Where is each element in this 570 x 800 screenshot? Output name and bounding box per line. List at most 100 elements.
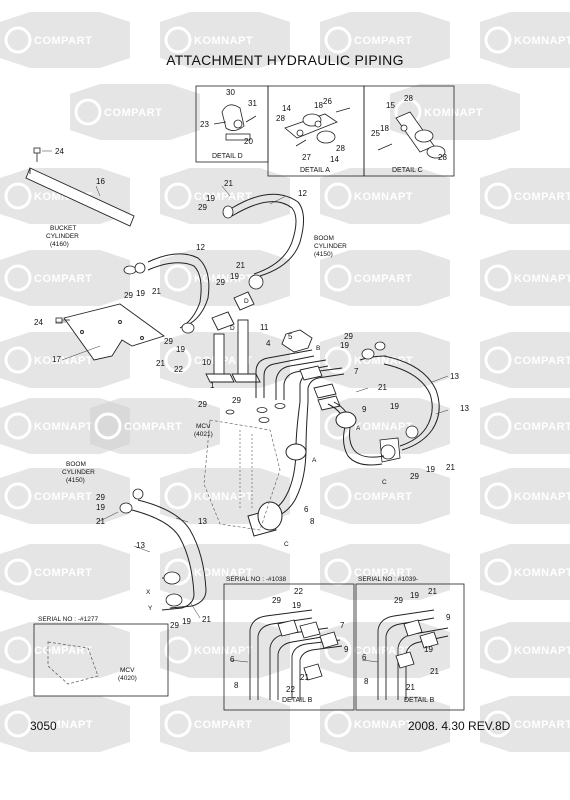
page-title: ATTACHMENT HYDRAULIC PIPING bbox=[166, 52, 404, 68]
point-b: B bbox=[316, 345, 320, 352]
callout-10: 10 bbox=[202, 358, 211, 367]
watermark-tile: COMPART bbox=[320, 12, 450, 68]
callout-7: 7 bbox=[354, 367, 359, 376]
watermark-word: KOMNAPT bbox=[514, 35, 570, 47]
detail-d-drawing bbox=[213, 104, 257, 141]
date-revision: 2008. 4.30 REV.8D bbox=[408, 719, 511, 733]
callout-28c: 28 bbox=[404, 94, 413, 103]
watermark-word: COMPART bbox=[34, 35, 92, 47]
callout-b2-8: 8 bbox=[364, 677, 369, 686]
callout-5: 5 bbox=[288, 332, 293, 341]
callout-18b: 18 bbox=[380, 124, 389, 133]
pipe-12-upper bbox=[231, 193, 304, 277]
callout-13d: 13 bbox=[136, 541, 145, 550]
detail-d-caption: DETAIL D bbox=[212, 153, 243, 160]
watermark-tile: KOMNAPT bbox=[0, 696, 130, 752]
watermark-tile: COMPART bbox=[0, 250, 130, 306]
callout-29g: 29 bbox=[344, 332, 353, 341]
point-c2: C bbox=[284, 541, 289, 548]
watermark-tile: COMPART bbox=[160, 696, 290, 752]
watermark-word: COMPART bbox=[104, 107, 162, 119]
callout-9a: 9 bbox=[362, 405, 367, 414]
watermark-tile: KOMNAPT bbox=[480, 250, 570, 306]
watermark-word: COMPART bbox=[34, 273, 92, 285]
watermark-tile: KOMNAPT bbox=[160, 544, 290, 600]
watermark-tile: COMPART bbox=[320, 250, 450, 306]
serial-1277-label: SERIAL NO : -#1277 bbox=[38, 616, 98, 623]
watermark-word: KOMNAPT bbox=[354, 719, 413, 731]
callout-28d: 28 bbox=[438, 153, 447, 162]
watermark-tile: COMPART bbox=[480, 168, 570, 224]
callout-16: 16 bbox=[96, 177, 105, 186]
callout-11: 11 bbox=[260, 323, 269, 332]
point-a1: A bbox=[356, 425, 361, 432]
mcv-machine-sketch bbox=[203, 419, 281, 531]
watermark-word: COMPART bbox=[34, 645, 92, 657]
serial-1038-label: SERIAL NO : -#1038 bbox=[226, 576, 286, 583]
callout-29e: 29 bbox=[198, 400, 207, 409]
callout-23: 23 bbox=[200, 120, 209, 129]
callout-19a: 19 bbox=[206, 194, 215, 203]
watermark-word: COMPART bbox=[34, 491, 92, 503]
callout-29f: 29 bbox=[232, 396, 241, 405]
callout-19f: 19 bbox=[390, 402, 399, 411]
callout-18a: 18 bbox=[314, 101, 323, 110]
small-seals bbox=[225, 403, 286, 423]
boom-cylinder-left-label-2: CYLINDER bbox=[62, 469, 95, 476]
detail-c-drawing bbox=[377, 111, 446, 159]
point-x: X bbox=[146, 589, 151, 596]
watermark-tile: KOMNAPT bbox=[320, 168, 450, 224]
mcv-inset-label-2: (4020) bbox=[118, 675, 137, 682]
watermark-word: KOMNAPT bbox=[194, 645, 253, 657]
callout-27: 27 bbox=[302, 153, 311, 162]
serial-1039-box bbox=[355, 583, 465, 711]
watermark-tile: COMPART bbox=[480, 696, 570, 752]
watermark-tile: KOMNAPT bbox=[160, 622, 290, 678]
callout-1: 1 bbox=[210, 381, 215, 390]
watermark-word: COMPART bbox=[194, 191, 252, 203]
bolt-24-top bbox=[33, 147, 41, 162]
callout-19b: 19 bbox=[136, 289, 145, 298]
mcv-main-label-1: MCV bbox=[196, 423, 211, 430]
watermark-tile: KOMNAPT bbox=[160, 12, 290, 68]
serial-1277-box bbox=[33, 623, 169, 697]
callout-21f: 21 bbox=[446, 463, 455, 472]
callout-b1-22b: 22 bbox=[286, 685, 295, 694]
callout-12a: 12 bbox=[298, 189, 307, 198]
callout-12b: 12 bbox=[196, 243, 205, 252]
detail-a-caption: DETAIL A bbox=[300, 167, 330, 174]
watermark-tile: COMPART bbox=[320, 468, 450, 524]
detail-c-box bbox=[363, 85, 455, 177]
callout-24a: 24 bbox=[55, 147, 64, 156]
callout-13b: 13 bbox=[460, 404, 469, 413]
point-y: Y bbox=[148, 605, 153, 612]
watermark-word: COMPART bbox=[194, 719, 252, 731]
callout-b2-9: 9 bbox=[446, 613, 451, 622]
callout-19i: 19 bbox=[182, 617, 191, 626]
watermark-word: COMPART bbox=[514, 719, 570, 731]
watermark-tile: KOMNAPT bbox=[480, 12, 570, 68]
watermark-tile: COMPART bbox=[320, 544, 450, 600]
detail-b-1039-drawing bbox=[377, 609, 449, 700]
callout-30: 30 bbox=[226, 88, 235, 97]
callout-b1-8: 8 bbox=[234, 681, 239, 690]
callout-21h: 21 bbox=[202, 615, 211, 624]
watermark-word: KOMNAPT bbox=[354, 421, 413, 433]
cover-plate-16 bbox=[25, 167, 135, 227]
mcv-inset-label-1: MCV bbox=[120, 667, 135, 674]
callout-b2-21: 21 bbox=[428, 587, 437, 596]
detail-b-1039-caption: DETAIL B bbox=[404, 697, 435, 704]
callout-15: 15 bbox=[386, 101, 395, 110]
watermark-tile: KOMNAPT bbox=[160, 468, 290, 524]
watermark-word: COMPART bbox=[354, 491, 412, 503]
pipe-9 bbox=[327, 401, 385, 466]
callout-22: 22 bbox=[174, 365, 183, 374]
callout-4: 4 bbox=[266, 339, 271, 348]
watermark-word: COMPART bbox=[354, 567, 412, 579]
callout-b1-19: 19 bbox=[292, 601, 301, 610]
boom-cylinder-top-label-3: (4150) bbox=[314, 251, 333, 258]
callout-29a: 29 bbox=[198, 203, 207, 212]
watermark-tile: COMPART bbox=[70, 84, 200, 140]
watermark-word: COMPART bbox=[354, 35, 412, 47]
